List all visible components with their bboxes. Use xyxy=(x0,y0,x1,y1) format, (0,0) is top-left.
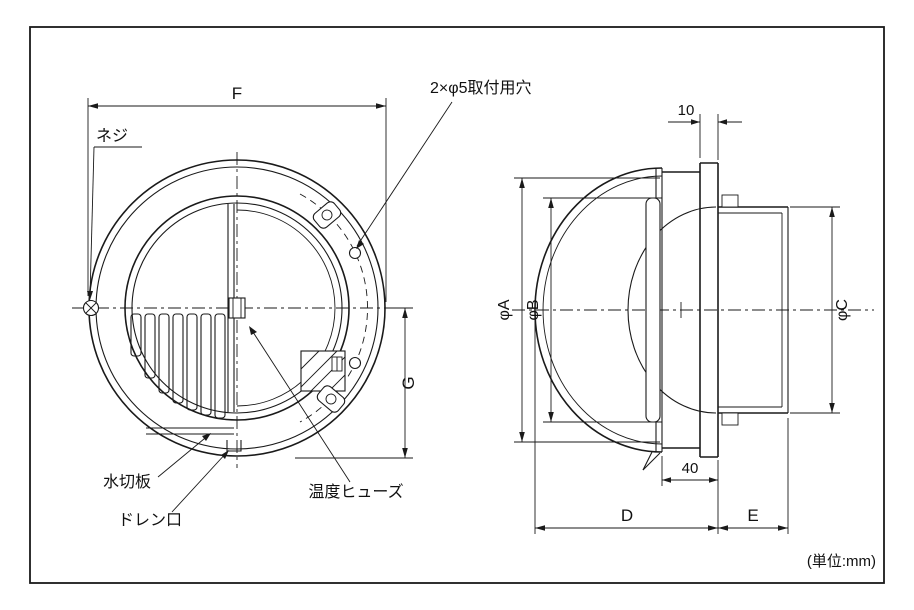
callout-mounting-holes: 2×φ5取付用穴 xyxy=(356,79,532,249)
dimension-e: E xyxy=(718,418,789,534)
mounting-tab-top xyxy=(312,201,342,229)
dimension-g: G xyxy=(295,307,418,459)
dimension-d: D xyxy=(534,318,718,534)
opening-outer xyxy=(124,195,350,421)
dimension-40: 40 xyxy=(661,456,719,534)
label-thermal-fuse: 温度ヒューズ xyxy=(308,483,403,501)
dim-label-d: D xyxy=(621,506,633,525)
mounting-hole-bottom xyxy=(348,356,362,370)
opening-inner xyxy=(131,202,343,414)
dimension-phi-b: φB xyxy=(525,197,662,423)
side-view: 10 φA φB φC xyxy=(496,102,874,534)
dimension-phi-a: φA xyxy=(496,177,660,443)
dim-label-phi-b: φB xyxy=(525,299,542,320)
bell-mouth xyxy=(627,206,717,414)
mounting-tab-bottom xyxy=(316,385,346,413)
dim-label-phi-a: φA xyxy=(496,299,513,320)
dim-label-e: E xyxy=(747,506,758,525)
label-drip-plate: 水切板 xyxy=(103,473,151,491)
duct-pipe xyxy=(718,194,789,426)
dim-label-g: G xyxy=(399,376,418,389)
body xyxy=(662,171,700,449)
dimension-10: 10 xyxy=(668,102,742,160)
dim-label-phi-c: φC xyxy=(834,299,851,321)
label-mounting-holes: 2×φ5取付用穴 xyxy=(430,79,532,97)
drain-port xyxy=(226,440,242,452)
drain-spout xyxy=(642,451,661,471)
unit-note: (単位:mm) xyxy=(807,553,876,570)
callout-thermal-fuse: 温度ヒューズ xyxy=(249,326,404,501)
callout-drain-port: ドレン口 xyxy=(118,450,229,529)
louver-grille xyxy=(130,313,226,419)
label-screw: ネジ xyxy=(96,127,128,145)
drip-plate xyxy=(146,427,234,435)
callout-screw: ネジ xyxy=(87,127,142,300)
dimension-phi-c: φC xyxy=(790,206,851,414)
dim-label-f: F xyxy=(232,84,242,103)
dim-label-10: 10 xyxy=(678,102,695,119)
front-view: F G ネジ 2×φ5取付用穴 水切板 xyxy=(72,79,532,529)
wall-flange xyxy=(699,162,719,458)
damper-plate-side xyxy=(645,197,661,423)
label-drain-port: ドレン口 xyxy=(118,512,182,529)
screw-symbol xyxy=(82,299,100,317)
callout-drip-plate: 水切板 xyxy=(103,433,211,491)
thermal-fuse xyxy=(228,297,246,319)
drawing-border xyxy=(29,26,885,584)
dim-label-40: 40 xyxy=(682,460,699,477)
mounting-hole-top xyxy=(348,246,362,260)
dimension-f: F xyxy=(87,84,387,302)
damper-disc xyxy=(236,209,336,407)
damper-stopper xyxy=(300,350,346,392)
